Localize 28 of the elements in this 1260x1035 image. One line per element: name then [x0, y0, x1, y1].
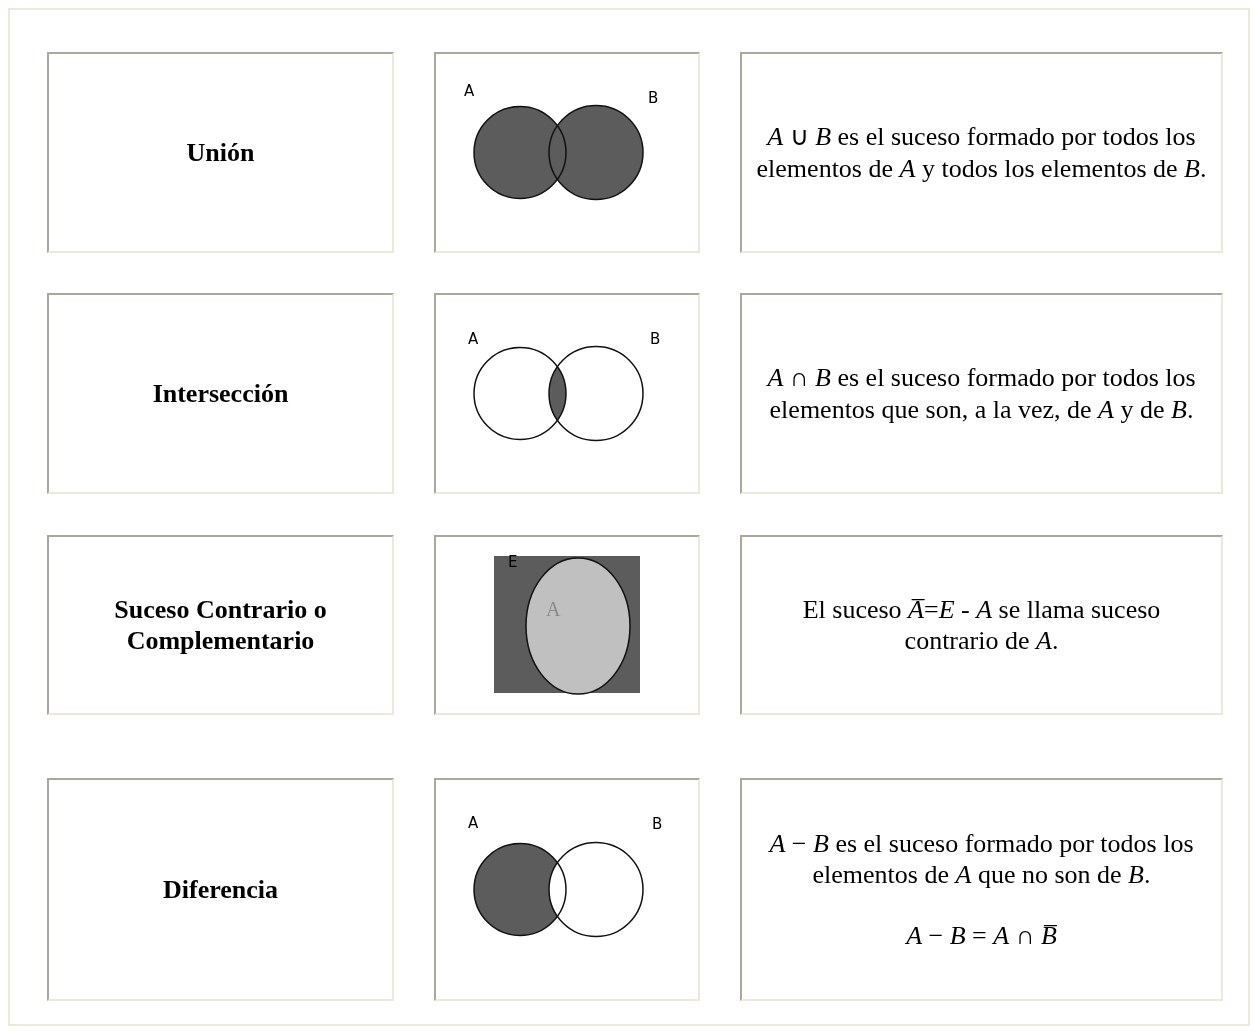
set-label: B — [650, 332, 661, 347]
table-cell — [47, 293, 394, 494]
table-cell — [47, 52, 394, 253]
table-cell — [740, 293, 1223, 494]
table-cell — [740, 52, 1223, 253]
definition-text: A − B es el suceso formado por todos los elementos de A que no son de B. — [767, 827, 1195, 891]
operation-name: Intersección — [151, 377, 290, 410]
definition-text: A ∪ B es el suceso formado por todos los elementos de A y todos los elementos de B. — [755, 121, 1208, 184]
table-cell — [47, 778, 394, 1001]
set-label: B — [648, 91, 659, 106]
operation-name: Unión — [185, 136, 256, 169]
definition-text: A − B = A ∩ B̅ — [904, 920, 1058, 952]
definition-text: A ∩ B es el suceso formado por todos los elementos que son, a la vez, de A y de B. — [765, 362, 1197, 425]
table-cell — [740, 778, 1223, 1001]
set-label: A — [468, 332, 479, 347]
set-label: E — [508, 555, 518, 570]
set-label: B — [652, 817, 663, 832]
venn-diagram-cell — [434, 293, 700, 494]
operation-name: Suceso Contrario o Complementario — [113, 593, 328, 657]
table-cell — [740, 535, 1223, 715]
venn-diagram-cell — [434, 535, 700, 715]
definition-text: El suceso A̅=E - A se llama suceso contrario de A. — [801, 593, 1162, 657]
venn-diagram-cell — [434, 52, 700, 253]
set-label: A — [468, 816, 479, 831]
table-cell — [47, 535, 394, 715]
venn-diagram-cell — [434, 778, 700, 1001]
operation-name: Diferencia — [161, 873, 279, 906]
set-label: A — [464, 84, 475, 99]
